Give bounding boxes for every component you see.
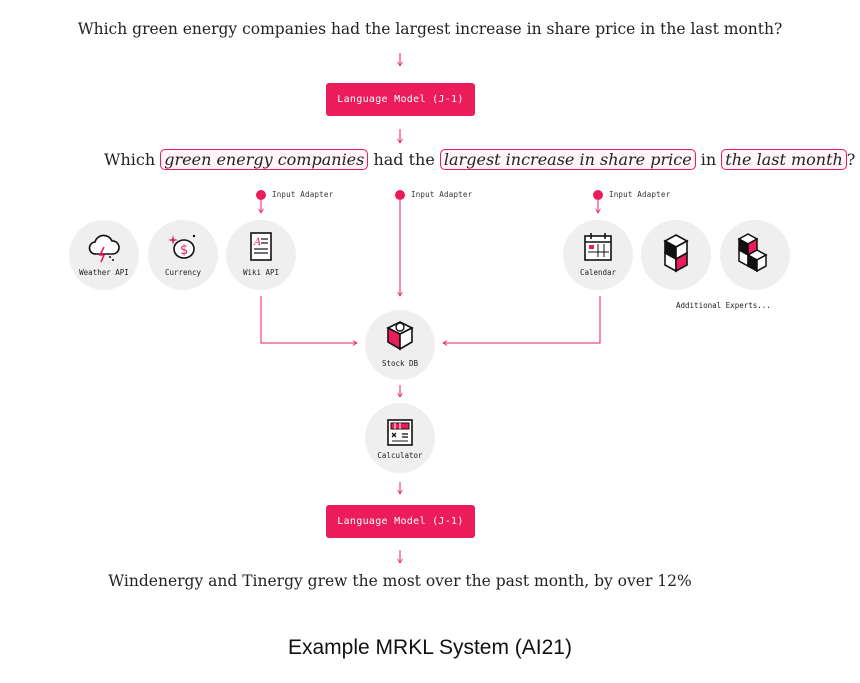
parsed-word: had the bbox=[373, 150, 435, 169]
parsed-word: Which bbox=[104, 150, 156, 169]
expert-weather-api bbox=[69, 220, 139, 290]
label-calendar: Calendar bbox=[579, 268, 617, 277]
parsed-word: ? bbox=[846, 150, 856, 169]
parsed-question: Which green energy companies had the lar… bbox=[104, 149, 855, 170]
label-weather-api: Weather API bbox=[79, 268, 129, 277]
parsed-word: in bbox=[700, 150, 717, 169]
calendar-icon bbox=[584, 233, 612, 261]
cube-stack-icon bbox=[663, 234, 689, 273]
expert-additional-2 bbox=[720, 220, 790, 290]
entity-highlight-companies: green energy companies bbox=[160, 149, 369, 170]
label-additional-experts: Additional Experts... bbox=[676, 301, 771, 310]
input-adapter-label-right: Input Adapter bbox=[609, 190, 671, 199]
adapter-dot-left bbox=[256, 190, 266, 200]
coin-sparkle-icon: $ bbox=[168, 234, 196, 259]
wire-wiki-to-stockdb bbox=[260, 296, 358, 346]
entity-highlight-metric: largest increase in share price bbox=[439, 149, 696, 170]
language-model-top: Language Model (J-1) bbox=[326, 83, 475, 116]
input-adapter-label-left: Input Adapter bbox=[272, 190, 334, 199]
wire-calendar-to-stockdb bbox=[442, 296, 601, 346]
adapter-dot-right bbox=[593, 190, 603, 200]
cubes-icon bbox=[737, 233, 768, 273]
expert-calendar bbox=[563, 220, 633, 290]
adapter-dot-center bbox=[395, 190, 405, 200]
expert-currency: $ bbox=[148, 220, 218, 290]
database-cube-icon bbox=[386, 321, 414, 351]
expert-stock-db bbox=[365, 310, 435, 380]
label-stock-db: Stock DB bbox=[381, 359, 419, 368]
label-calculator: Calculator bbox=[377, 451, 423, 460]
svg-text:A: A bbox=[253, 237, 261, 248]
output-answer: Windenergy and Tinergy grew the most ove… bbox=[108, 572, 692, 590]
language-model-bottom: Language Model (J-1) bbox=[326, 505, 475, 538]
label-currency: Currency bbox=[164, 268, 202, 277]
document-icon: A bbox=[250, 232, 272, 261]
cloud-storm-icon bbox=[88, 234, 120, 263]
expert-additional-1 bbox=[641, 220, 711, 290]
label-wiki-api: Wiki API bbox=[242, 268, 280, 277]
expert-calculator bbox=[365, 403, 435, 473]
entity-highlight-timeframe: the last month bbox=[721, 149, 847, 170]
svg-text:$: $ bbox=[180, 243, 188, 258]
figure-caption: Example MRKL System (AI21) bbox=[288, 636, 572, 659]
expert-wiki-api: A bbox=[226, 220, 296, 290]
input-adapter-label-center: Input Adapter bbox=[411, 190, 473, 199]
input-question: Which green energy companies had the lar… bbox=[77, 20, 783, 38]
calculator-icon bbox=[387, 419, 413, 446]
